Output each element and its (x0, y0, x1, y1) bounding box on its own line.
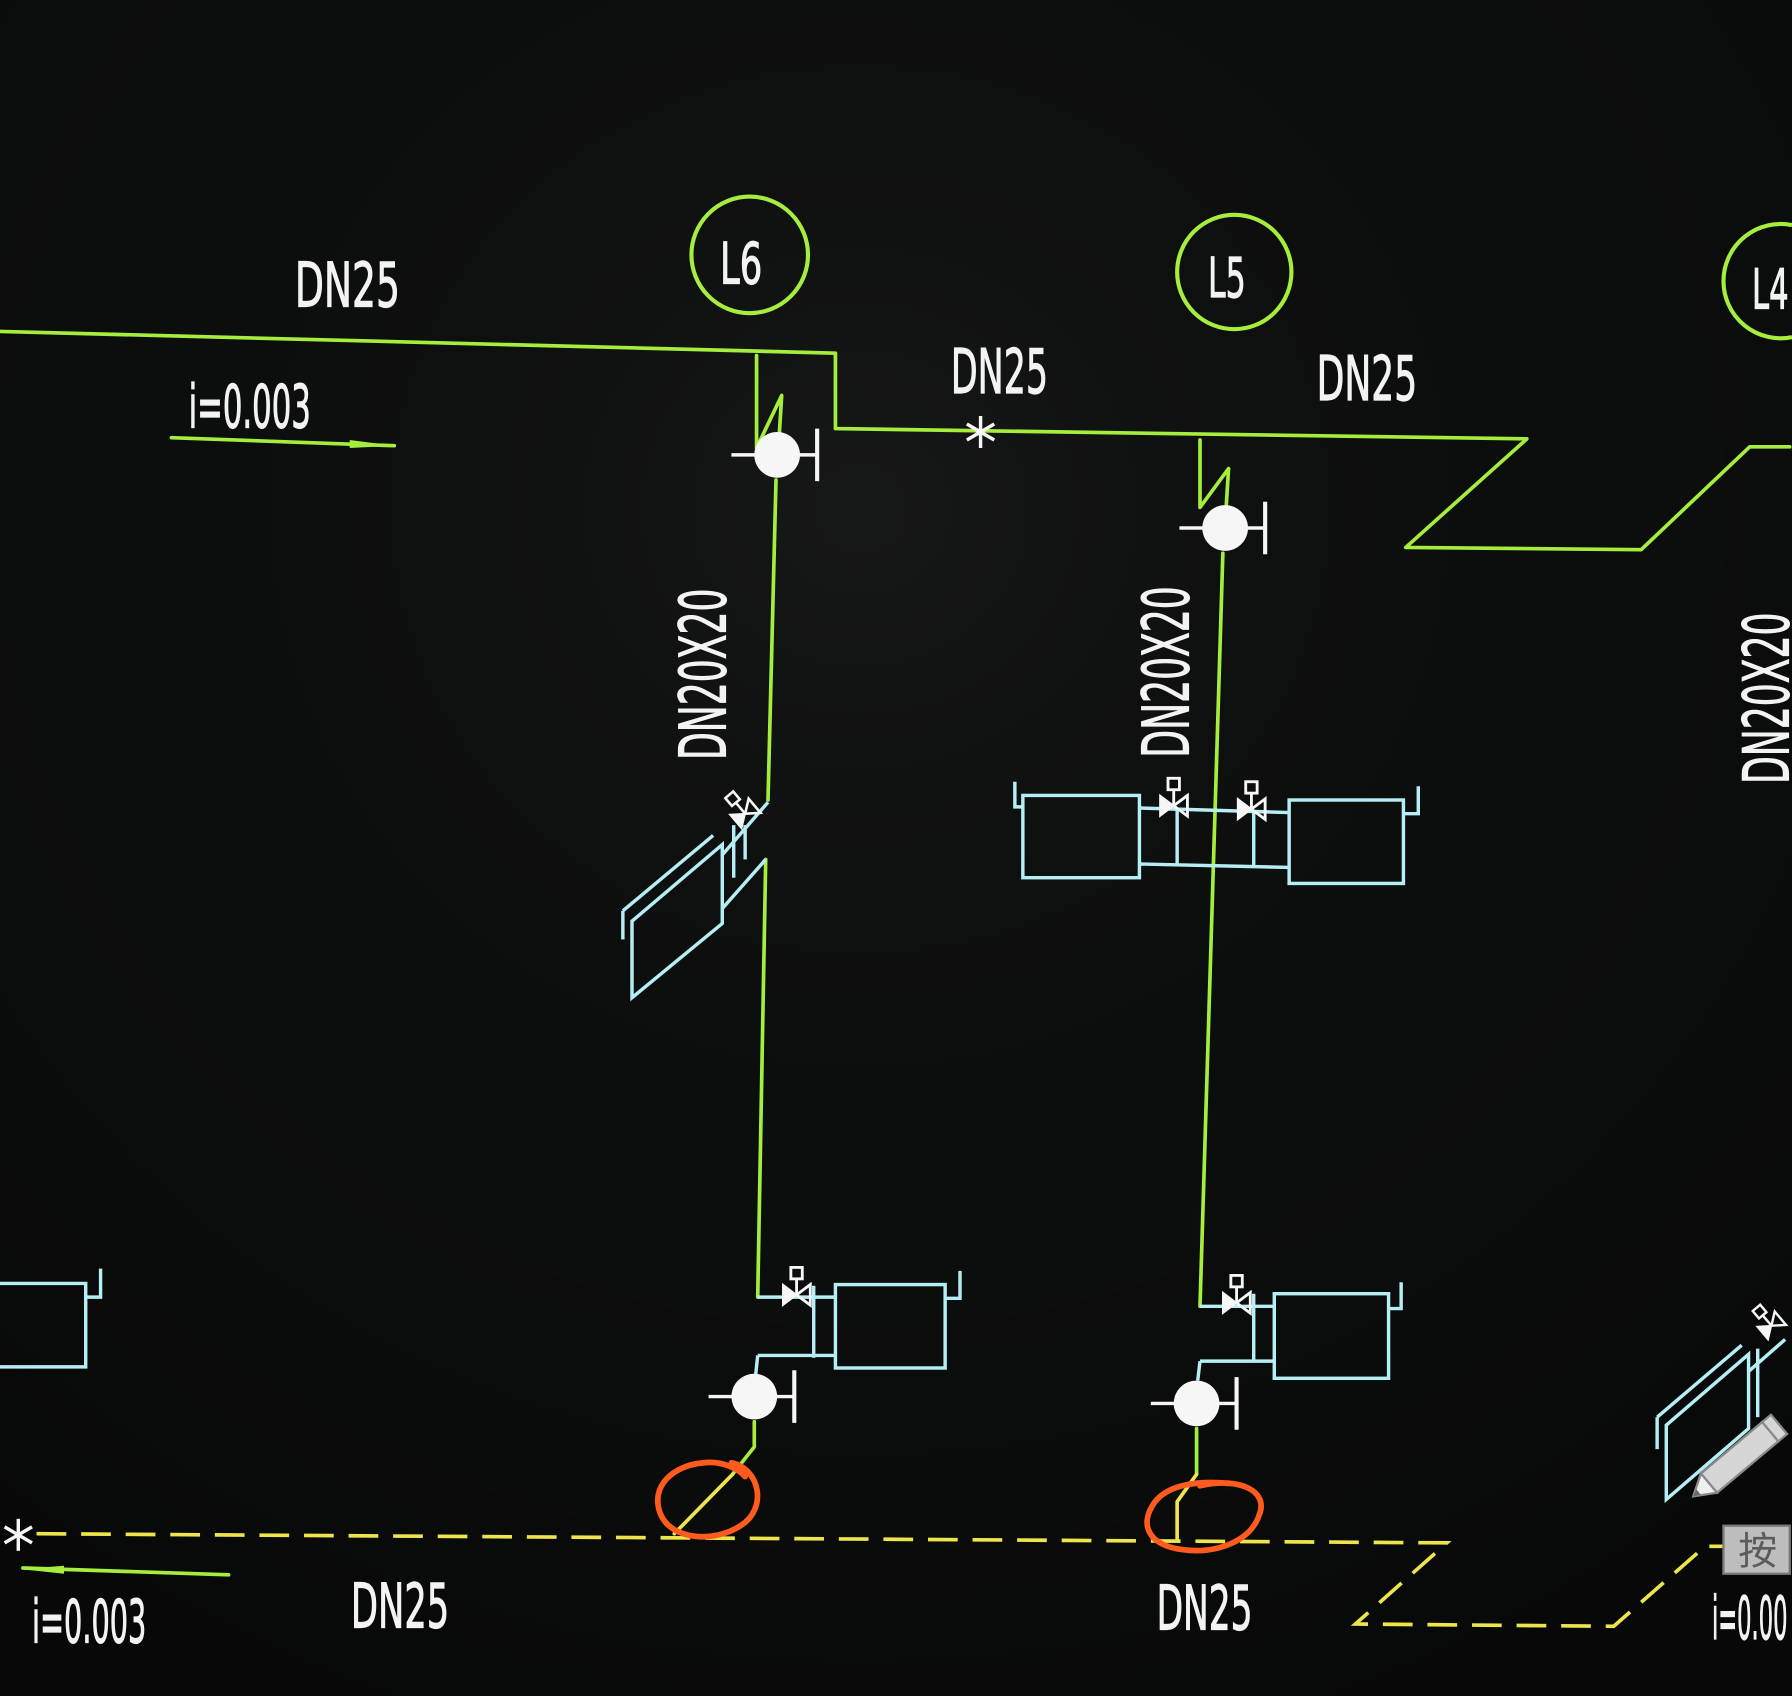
radiator-body (630, 840, 724, 1002)
pencil-eraser (1760, 1413, 1789, 1443)
radiator-air-vent-tick (1013, 781, 1023, 809)
radiator-body (1272, 1292, 1391, 1380)
radiator-l6-bottom (753, 1266, 962, 1378)
pencil-tip (1691, 1471, 1720, 1498)
riser-l4: DN20X20 (1655, 612, 1792, 1504)
radiator-return-branch (721, 858, 767, 910)
riser-tag-label: L5 (1208, 246, 1246, 310)
riser-offset-symbol (754, 353, 784, 450)
radiator-air-vent-tick (945, 1270, 962, 1300)
pencil-lead (1693, 1489, 1701, 1497)
radiator-body (1664, 1350, 1751, 1504)
tooltip-button[interactable]: 按 (1722, 1524, 1791, 1575)
radiator-air-vent-tick (85, 1268, 103, 1299)
radiator-l5-bottom (1196, 1274, 1403, 1381)
radiator-pair-l5-middle (1013, 776, 1420, 886)
riser-size-label: DN20X20 (668, 589, 742, 760)
riser-tag-l5: L5 (1175, 212, 1294, 332)
return-main-size-label-mid: DN25 (1157, 1573, 1253, 1645)
radiator-return-branch (1139, 862, 1290, 870)
riser-tag-circle (1721, 221, 1792, 341)
riser-pipe-lower (755, 857, 768, 1299)
radiator-left-edge-partial (0, 1268, 103, 1369)
supply-main-pipe (0, 329, 1792, 552)
radiator-outline-edge (1656, 1343, 1743, 1419)
return-main-pipe (36, 1531, 1724, 1629)
pencil-icon (1691, 1413, 1789, 1498)
radiator-return-drop (1196, 1360, 1202, 1381)
radiator-supply-branch (1747, 1338, 1787, 1373)
radiator-body-left (1021, 793, 1142, 880)
riser-tag-label: L4 (1752, 258, 1789, 322)
tooltip-label: 按 (1738, 1530, 1777, 1575)
riser-tag-l6: L6 (689, 194, 811, 316)
return-main-size-label-left: DN25 (351, 1570, 449, 1642)
return-slope-label-left: i=0.003 (32, 1588, 146, 1657)
riser-tag-circle (1175, 212, 1294, 332)
return-slope-arrowhead (20, 1565, 65, 1574)
radiator-outline-edge (621, 834, 715, 913)
supply-main-size-label-left: DN25 (295, 249, 400, 321)
radiator-body-right (1287, 798, 1406, 886)
riser-tag-l4: L4 (1721, 221, 1792, 341)
supply-main-size-label-mid: DN25 (951, 336, 1048, 408)
supply-main: DN25 i=0.003 DN25 DN25 (0, 249, 1792, 552)
return-slope-label-right: i=0.00 (1712, 1585, 1787, 1654)
radiator-return-drop (753, 1355, 760, 1378)
radiator-l4-partial (1655, 1299, 1788, 1504)
return-main: i=0.003 DN25 DN25 i=0.00 (2, 1517, 1788, 1658)
radiator-body (833, 1282, 947, 1370)
riser-pipe-upper (766, 478, 778, 802)
tooltip-box[interactable] (1722, 1524, 1791, 1575)
return-connection-drop (672, 1472, 735, 1536)
annotation-circle-l6 (654, 1459, 761, 1540)
radiator-l6-middle (621, 785, 770, 1002)
riser-tag-circle (689, 194, 811, 316)
riser-tag-label: L6 (720, 231, 762, 297)
radiator-air-vent-tick (1388, 1282, 1403, 1311)
supply-slope-label: i=0.003 (189, 373, 311, 442)
riser-offset-symbol (1198, 438, 1231, 510)
riser-size-label: DN20X20 (1131, 586, 1205, 757)
riser-size-label: DN20X20 (1731, 613, 1792, 784)
supply-main-size-label-right: DN25 (1317, 343, 1418, 415)
riser-l6: DN20X20 (621, 353, 962, 1536)
supply-slope-arrowhead (349, 440, 395, 448)
radiator-body (0, 1281, 88, 1369)
riser-l5: DN20X20 (1013, 438, 1420, 1542)
radiator-air-vent-tick (1403, 786, 1420, 816)
annotation-circle-l5 (1144, 1479, 1264, 1554)
riser-pipe (1198, 551, 1225, 1309)
